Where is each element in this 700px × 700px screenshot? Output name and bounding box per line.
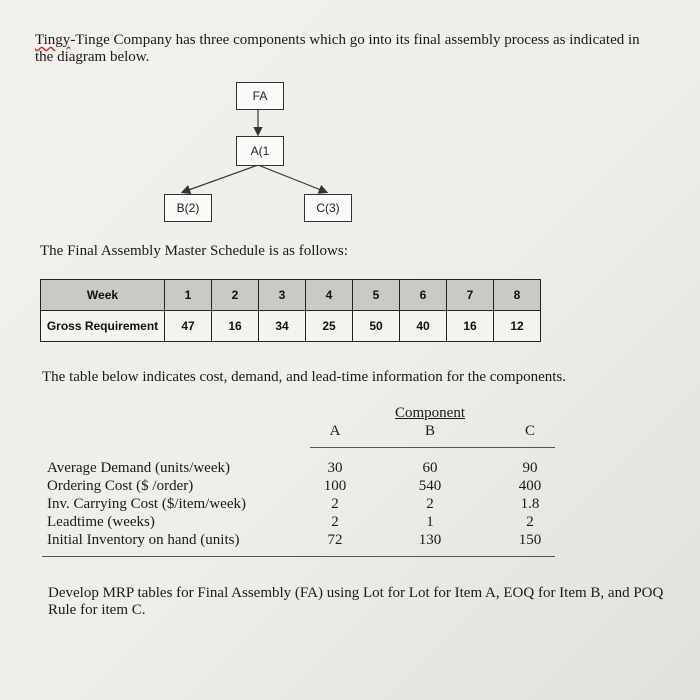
column-header-c: C xyxy=(524,423,535,439)
gross-cell: 25 xyxy=(305,310,353,342)
column-header-a: A xyxy=(329,423,341,439)
cell-a: 30 xyxy=(327,460,343,476)
cell-a: 2 xyxy=(331,514,339,530)
table-bottom-rule xyxy=(42,556,555,557)
master-schedule-table: Week 1 2 3 4 5 6 7 8 Gross Requirement 4… xyxy=(40,279,541,342)
header-divider xyxy=(310,447,555,448)
node-a: A(1 xyxy=(236,136,284,166)
company-name-misspelled: Tingy xyxy=(35,32,71,48)
gross-label: Gross Requirement xyxy=(40,310,165,342)
node-c: C(3) xyxy=(304,194,352,222)
a-to-c-connector xyxy=(257,164,329,194)
gross-cell: 40 xyxy=(399,310,447,342)
week-cell: 3 xyxy=(258,279,306,311)
row-label: Ordering Cost ($ /order) xyxy=(47,478,194,494)
gross-cell: 16 xyxy=(446,310,494,342)
gross-requirement-row: Gross Requirement 47 16 34 25 50 40 16 1… xyxy=(40,310,541,342)
cell-c: 1.8 xyxy=(520,496,540,512)
column-header-b: B xyxy=(424,423,435,439)
week-cell: 1 xyxy=(164,279,212,311)
cell-b: 2 xyxy=(426,496,434,512)
row-label: Leadtime (weeks) xyxy=(47,514,155,530)
a-to-b-connector xyxy=(180,164,259,195)
row-label: Inv. Carrying Cost ($/item/week) xyxy=(47,496,246,512)
cell-a: 2 xyxy=(331,496,339,512)
gross-cell: 47 xyxy=(164,310,212,342)
week-cell: 2 xyxy=(211,279,259,311)
component-group-label: Component xyxy=(395,405,465,421)
cell-c: 400 xyxy=(518,478,542,494)
cell-c: 90 xyxy=(522,460,538,476)
week-cell: 8 xyxy=(493,279,541,311)
gross-cell: 16 xyxy=(211,310,259,342)
gross-cell: 34 xyxy=(258,310,306,342)
node-fa: FA xyxy=(236,82,284,110)
component-heading: The table below indicates cost, demand, … xyxy=(42,369,567,385)
cell-b: 1 xyxy=(426,514,434,530)
intro-paragraph: Tingy-Tinge Company has three components… xyxy=(35,32,655,66)
week-cell: 7 xyxy=(446,279,494,311)
week-cell: 4 xyxy=(305,279,353,311)
week-cell: 5 xyxy=(352,279,400,311)
node-b: B(2) xyxy=(164,194,212,222)
week-cell: 6 xyxy=(399,279,447,311)
cell-b: 130 xyxy=(418,532,442,548)
week-label: Week xyxy=(40,279,165,311)
cell-c: 2 xyxy=(526,514,534,530)
row-label: Initial Inventory on hand (units) xyxy=(47,532,240,548)
cell-b: 540 xyxy=(418,478,442,494)
cell-a: 72 xyxy=(327,532,343,548)
cell-a: 100 xyxy=(323,478,347,494)
cell-c: 150 xyxy=(518,532,542,548)
intro-text: -Tinge Company has three components whic… xyxy=(35,32,640,65)
cell-b: 60 xyxy=(422,460,438,476)
week-row: Week 1 2 3 4 5 6 7 8 xyxy=(40,279,541,311)
gross-cell: 12 xyxy=(493,310,541,342)
schedule-heading: The Final Assembly Master Schedule is as… xyxy=(40,243,348,259)
row-label: Average Demand (units/week) xyxy=(47,460,230,476)
instructions-paragraph: Develop MRP tables for Final Assembly (F… xyxy=(48,585,664,618)
gross-cell: 50 xyxy=(352,310,400,342)
